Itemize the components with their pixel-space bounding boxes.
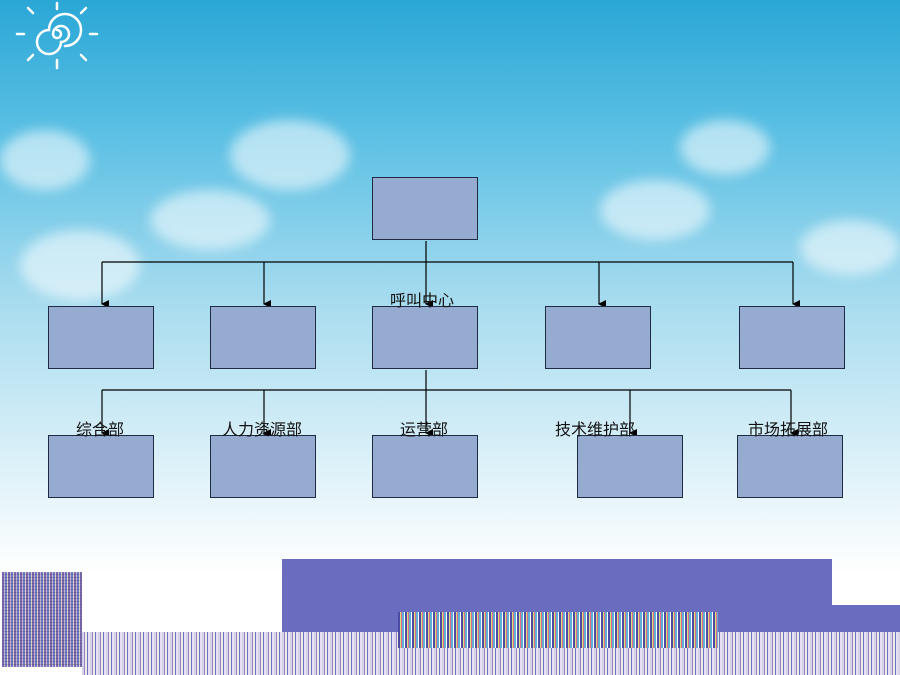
sun-spiral-icon bbox=[15, 1, 99, 70]
department-label: 人力资源部 bbox=[222, 420, 303, 439]
department-label: 运营部 bbox=[400, 420, 449, 439]
cloud bbox=[0, 130, 90, 190]
org-box-tier2 bbox=[372, 435, 478, 498]
org-box-tier1 bbox=[739, 306, 845, 369]
org-box-tier2 bbox=[577, 435, 683, 498]
department-label: 市场拓展部 bbox=[748, 420, 829, 439]
cloud bbox=[800, 220, 900, 275]
cloud bbox=[150, 190, 270, 250]
cloud bbox=[600, 180, 710, 240]
org-box-tier2 bbox=[210, 435, 316, 498]
department-label: 综合部 bbox=[76, 420, 125, 439]
root-label: 呼叫中心 bbox=[390, 291, 455, 310]
cloud bbox=[20, 230, 140, 300]
department-label: 技术维护部 bbox=[555, 420, 636, 439]
org-box-tier1 bbox=[210, 306, 316, 369]
footer-noise-left bbox=[2, 572, 82, 667]
org-box-tier1 bbox=[372, 306, 478, 369]
org-box-tier2 bbox=[48, 435, 154, 498]
org-box-top bbox=[372, 177, 478, 240]
cloud bbox=[680, 120, 770, 175]
footer-noise-block bbox=[398, 612, 718, 648]
org-box-tier1 bbox=[545, 306, 651, 369]
org-box-tier1 bbox=[48, 306, 154, 369]
cloud bbox=[230, 120, 350, 190]
org-box-tier2 bbox=[737, 435, 843, 498]
